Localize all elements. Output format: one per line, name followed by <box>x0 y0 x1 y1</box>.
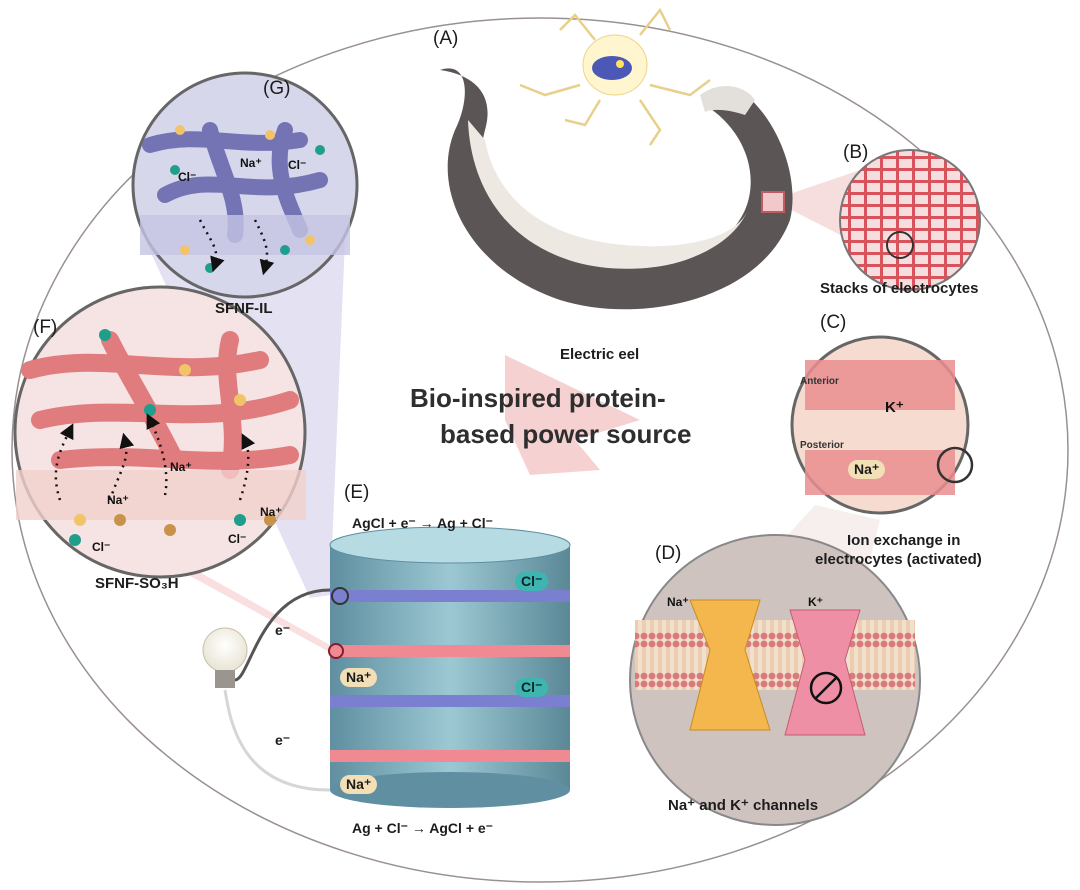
g-cl-ion-1: Cl⁻ <box>178 170 197 184</box>
panel-c-caption-2: electrocytes (activated) <box>815 551 982 568</box>
wire-bottom <box>223 689 331 792</box>
g-na-ion: Na⁺ <box>240 156 262 170</box>
zoom-cone-b <box>772 170 860 240</box>
f-cl-ion-2: Cl⁻ <box>228 532 247 546</box>
light-bulb-icon <box>202 627 248 688</box>
panel-b-letter: (B) <box>843 142 869 163</box>
f-cl-ion-1: Cl⁻ <box>92 540 111 554</box>
eq-bottom: Ag + Cl⁻ → AgCl + e⁻ <box>352 820 494 836</box>
panel-f-caption: SFNF-SO₃H <box>95 575 179 592</box>
d-na-ion: Na⁺ <box>667 595 689 609</box>
na-channel <box>689 599 771 731</box>
center-title-line-2: based power source <box>440 419 692 449</box>
g-cl-ion-2: Cl⁻ <box>288 158 307 172</box>
blocked-channel-icon <box>809 671 843 705</box>
wire-top <box>234 588 331 682</box>
panel-f-letter: (F) <box>33 317 58 338</box>
panel-g-letter: (G) <box>263 78 291 99</box>
cl-tag-1: Cl⁻ <box>515 572 549 591</box>
electron-bottom: e⁻ <box>275 732 291 748</box>
panel-c-letter: (C) <box>820 312 847 333</box>
na-tag-2: Na⁺ <box>340 775 378 794</box>
f-na-ion-1: Na⁺ <box>170 460 192 474</box>
d-k-ion: K⁺ <box>808 595 823 609</box>
panel-a-letter: (A) <box>433 28 459 49</box>
c-k-ion: K⁺ <box>885 399 904 416</box>
panel-g-caption: SFNF-IL <box>215 300 273 317</box>
electrocyte-stack-circle <box>839 149 981 291</box>
f-na-ion-3: Na⁺ <box>260 505 282 519</box>
electron-top: e⁻ <box>275 622 291 638</box>
panel-b-caption: Stacks of electrocytes <box>820 280 979 297</box>
c-na-tag: Na⁺ <box>848 460 886 479</box>
panel-d-letter: (D) <box>655 543 682 564</box>
center-arrow <box>505 355 640 475</box>
panel-c-caption-1: Ion exchange in <box>847 532 961 549</box>
ion-balls <box>69 125 325 546</box>
panel-d-caption: Na⁺ and K⁺ channels <box>668 797 819 814</box>
panel-a-caption: Electric eel <box>560 346 640 363</box>
eel-illustration <box>440 68 793 310</box>
cl-tag-2: Cl⁻ <box>515 678 549 697</box>
outer-ring <box>11 17 1069 883</box>
na-tag-1: Na⁺ <box>340 668 378 687</box>
anterior-label: Anterior <box>800 376 839 387</box>
lightning-icon <box>519 7 711 146</box>
eq-top: AgCl + e⁻ → Ag + Cl⁻ <box>352 515 494 531</box>
f-na-ion-2: Na⁺ <box>107 493 129 507</box>
posterior-label: Posterior <box>800 440 844 451</box>
panel-e-letter: (E) <box>344 482 370 503</box>
center-title-line-1: Bio-inspired protein- <box>410 383 666 413</box>
